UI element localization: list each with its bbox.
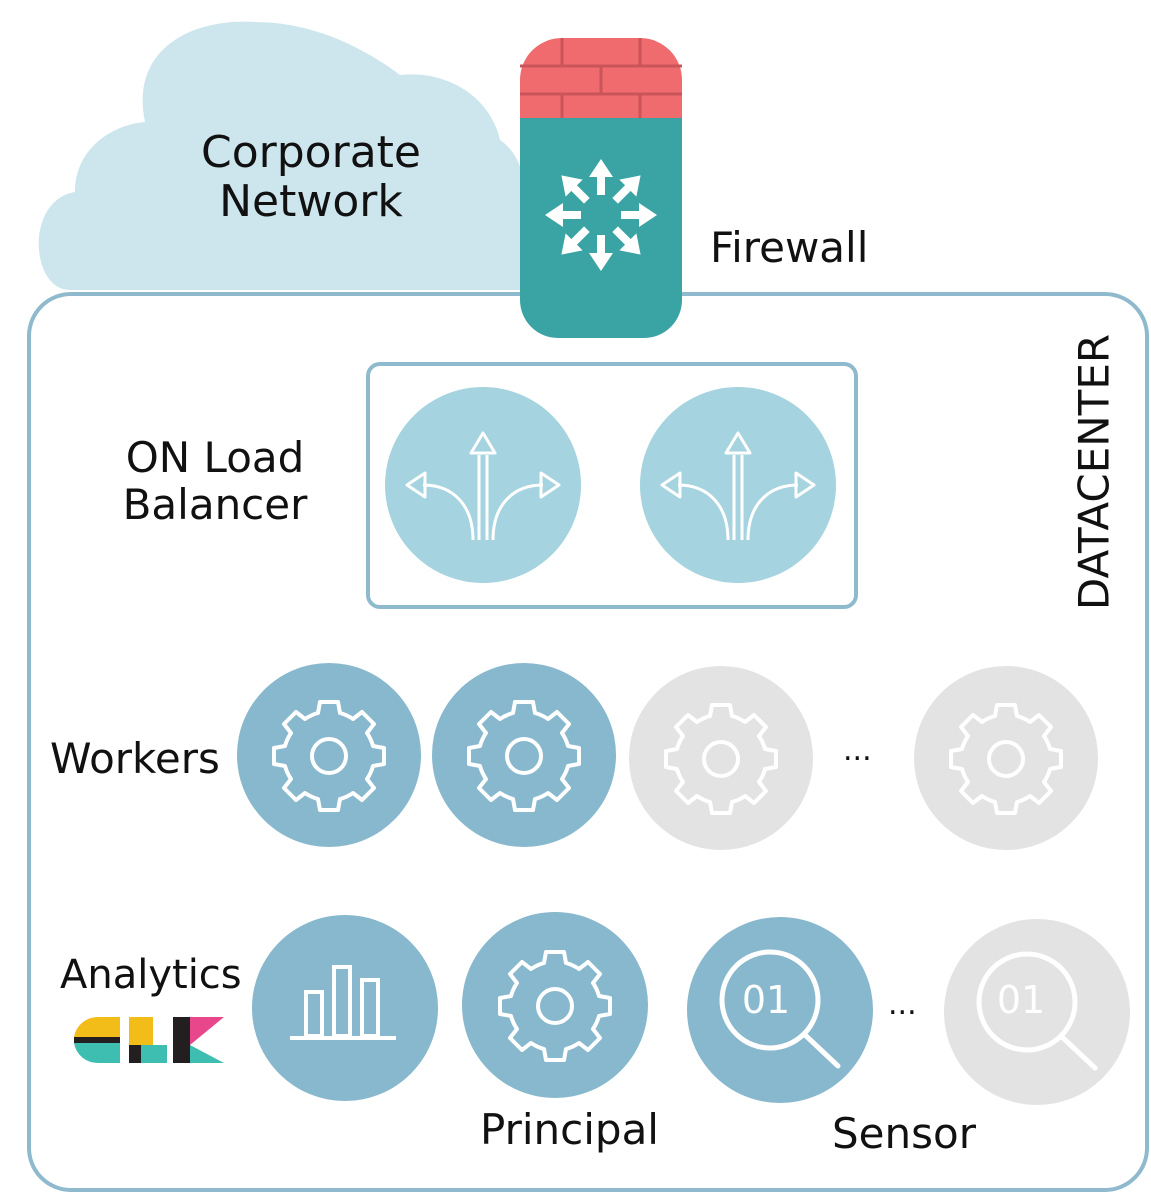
firewall-label: Firewall [710,223,869,272]
cloud-label-line1: Corporate [201,127,421,178]
load-balancer-node-2 [640,387,836,583]
worker-node-2 [432,663,616,847]
sensor-node-2: 01 [944,919,1130,1105]
datacenter-label: DATACENTER [1069,333,1119,611]
load-balancer-label: ON Load Balancer [110,434,320,528]
firewall [520,38,682,338]
worker-node-4 [914,666,1098,850]
sensor-binary-text: 01 [997,978,1045,1022]
load-balancer-label-line1: ON Load [125,433,305,482]
sensor-binary-text: 01 [742,978,790,1022]
worker-node-1 [237,663,421,847]
sensor-node-1: 01 [687,917,873,1103]
sensor-ellipsis: ... [888,987,917,1022]
principal-label: Principal [480,1105,659,1154]
cloud-label-line2: Network [219,176,403,228]
cloud-shape [38,21,526,290]
elk-logo [74,1016,224,1064]
worker-node-3 [629,666,813,850]
load-balancer-node-1 [385,387,581,583]
bar-chart-icon [290,965,396,1040]
load-balancer-label-line2: Balancer [122,480,308,530]
cloud-label: Corporate Network [200,128,422,227]
analytics-label: Analytics [60,952,242,998]
sensor-label: Sensor [832,1109,976,1158]
workers-ellipsis: ... [843,733,872,768]
analytics-node [252,915,438,1101]
principal-node [462,912,648,1098]
workers-label: Workers [50,734,220,783]
